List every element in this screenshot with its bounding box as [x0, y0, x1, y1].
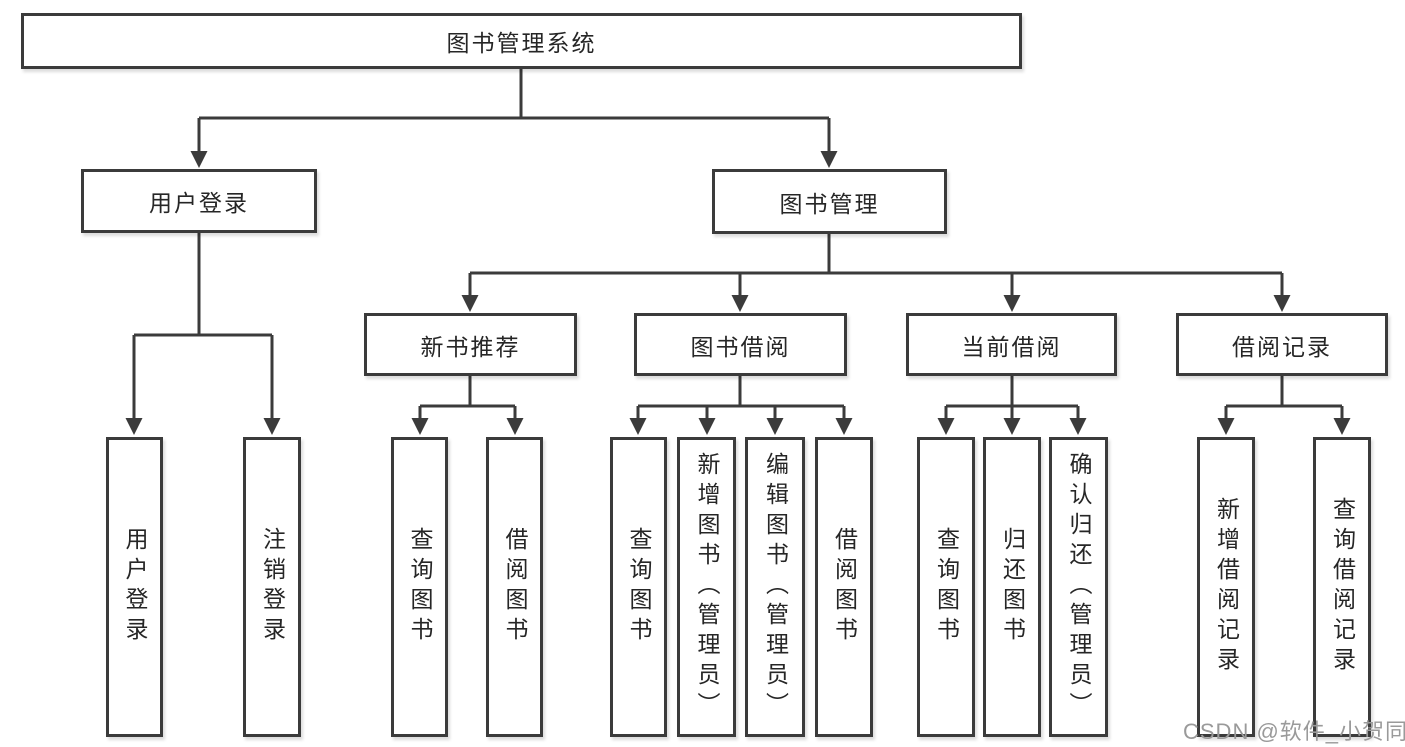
- leaf-newbook-borrow-book: 借阅图书: [486, 437, 543, 737]
- node-user-login: 用户登录: [81, 169, 317, 233]
- connector-borrow-record-split: [1224, 376, 1344, 420]
- leaf-current-query-book: 查询图书: [917, 437, 975, 737]
- node-borrow-record: 借阅记录: [1176, 313, 1388, 376]
- node-book-borrow-label: 图书借阅: [690, 333, 791, 360]
- leaf-record-query-record: 查询借阅记录: [1313, 437, 1371, 737]
- connector-root-split: [197, 69, 831, 152]
- leaf-logout-label: 注销登录: [259, 527, 286, 647]
- node-book-management: 图书管理: [712, 169, 947, 234]
- leaf-borrow-edit-book-admin-label: 编辑图书（管理员）: [762, 452, 789, 722]
- arrowheads-current-borrow-split: [937, 418, 1087, 435]
- node-new-book-recommend-label: 新书推荐: [420, 333, 521, 360]
- node-current-borrow: 当前借阅: [906, 313, 1117, 376]
- leaf-borrow-borrow-book-label: 借阅图书: [831, 527, 858, 647]
- csdn-watermark: CSDN @软件_小贺同学: [1183, 719, 1405, 744]
- leaf-user-login-label: 用户登录: [122, 527, 148, 647]
- leaf-borrow-add-book-admin-label: 新增图书（管理员）: [694, 452, 720, 722]
- leaf-newbook-query-book-label: 查询图书: [407, 527, 433, 647]
- connector-book-management-split: [468, 234, 1284, 296]
- leaf-current-return-book: 归还图书: [983, 437, 1041, 737]
- leaf-record-add-record: 新增借阅记录: [1197, 437, 1255, 737]
- leaf-current-confirm-return-admin-label: 确认归还（管理员）: [1066, 452, 1092, 722]
- connector-book-borrow-split: [636, 376, 846, 420]
- node-current-borrow-label: 当前借阅: [961, 333, 1062, 360]
- leaf-current-return-book-label: 归还图书: [999, 527, 1026, 647]
- arrowheads-root-split: [190, 151, 838, 168]
- leaf-record-add-record-label: 新增借阅记录: [1213, 497, 1240, 677]
- connector-user-login-split: [132, 233, 274, 420]
- leaf-logout: 注销登录: [243, 437, 301, 737]
- connector-current-borrow-split: [944, 376, 1080, 420]
- node-user-login-label: 用户登录: [149, 190, 249, 216]
- node-root: 图书管理系统: [21, 13, 1022, 69]
- node-book-borrow: 图书借阅: [634, 313, 847, 376]
- leaf-user-login: 用户登录: [106, 437, 163, 737]
- arrowheads-book-management-split: [461, 295, 1291, 312]
- leaf-borrow-add-book-admin: 新增图书（管理员）: [677, 437, 736, 737]
- leaf-current-confirm-return-admin: 确认归还（管理员）: [1049, 437, 1108, 737]
- arrowheads-user-login-split: [125, 418, 281, 435]
- leaf-borrow-borrow-book: 借阅图书: [815, 437, 873, 737]
- node-new-book-recommend: 新书推荐: [364, 313, 577, 376]
- leaf-borrow-query-book: 查询图书: [610, 437, 667, 737]
- arrowheads-new-book-split: [411, 418, 524, 435]
- leaf-borrow-edit-book-admin: 编辑图书（管理员）: [745, 437, 805, 737]
- arrowheads-borrow-record-split: [1217, 418, 1351, 435]
- node-book-management-label: 图书管理: [779, 190, 880, 217]
- leaf-newbook-borrow-book-label: 借阅图书: [502, 527, 528, 647]
- leaf-newbook-query-book: 查询图书: [391, 437, 448, 737]
- arrowheads-book-borrow-split: [629, 418, 853, 435]
- node-root-label: 图书管理系统: [446, 30, 597, 56]
- leaf-record-query-record-label: 查询借阅记录: [1329, 497, 1356, 677]
- connector-new-book-split: [418, 376, 517, 420]
- leaf-current-query-book-label: 查询图书: [933, 527, 960, 647]
- leaf-borrow-query-book-label: 查询图书: [626, 527, 652, 647]
- node-borrow-record-label: 借阅记录: [1232, 333, 1332, 360]
